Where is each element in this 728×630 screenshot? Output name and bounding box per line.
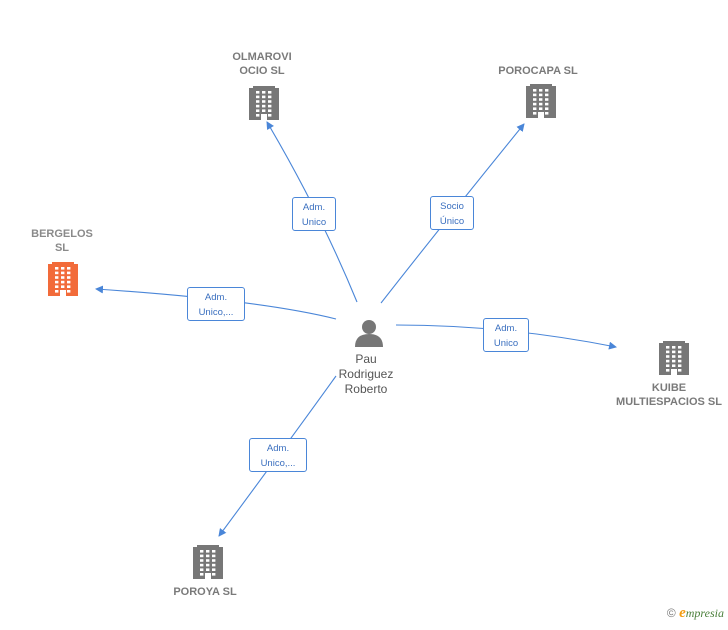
role-badge-porocapa[interactable]: Socio Único bbox=[430, 196, 474, 230]
company-label-porocapa[interactable]: POROCAPA SL bbox=[498, 65, 578, 77]
role-badge-kuibe[interactable]: Adm. Unico bbox=[483, 318, 529, 352]
building-icon[interactable] bbox=[249, 86, 279, 120]
role-badge-poroya[interactable]: Adm. Unico,... bbox=[249, 438, 307, 472]
brand-watermark: © empresia bbox=[666, 605, 724, 621]
person-icon[interactable] bbox=[355, 320, 383, 347]
role-badge-bergelos[interactable]: Adm. Unico,... bbox=[187, 287, 245, 321]
person-name-label[interactable]: Pau Rodriguez Roberto bbox=[338, 352, 394, 396]
building-icon[interactable] bbox=[48, 262, 78, 296]
company-label-kuibe[interactable]: KUIBE MULTIESPACIOS SL bbox=[616, 382, 722, 408]
company-label-bergelos[interactable]: BERGELOS SL bbox=[31, 228, 93, 254]
building-icon[interactable] bbox=[526, 84, 556, 118]
role-badge-olmarovi[interactable]: Adm. Unico bbox=[292, 197, 336, 231]
building-icon[interactable] bbox=[193, 545, 223, 579]
company-label-poroya[interactable]: POROYA SL bbox=[173, 586, 237, 598]
company-label-olmarovi[interactable]: OLMAROVI OCIO SL bbox=[232, 51, 292, 77]
building-icon[interactable] bbox=[659, 341, 689, 375]
